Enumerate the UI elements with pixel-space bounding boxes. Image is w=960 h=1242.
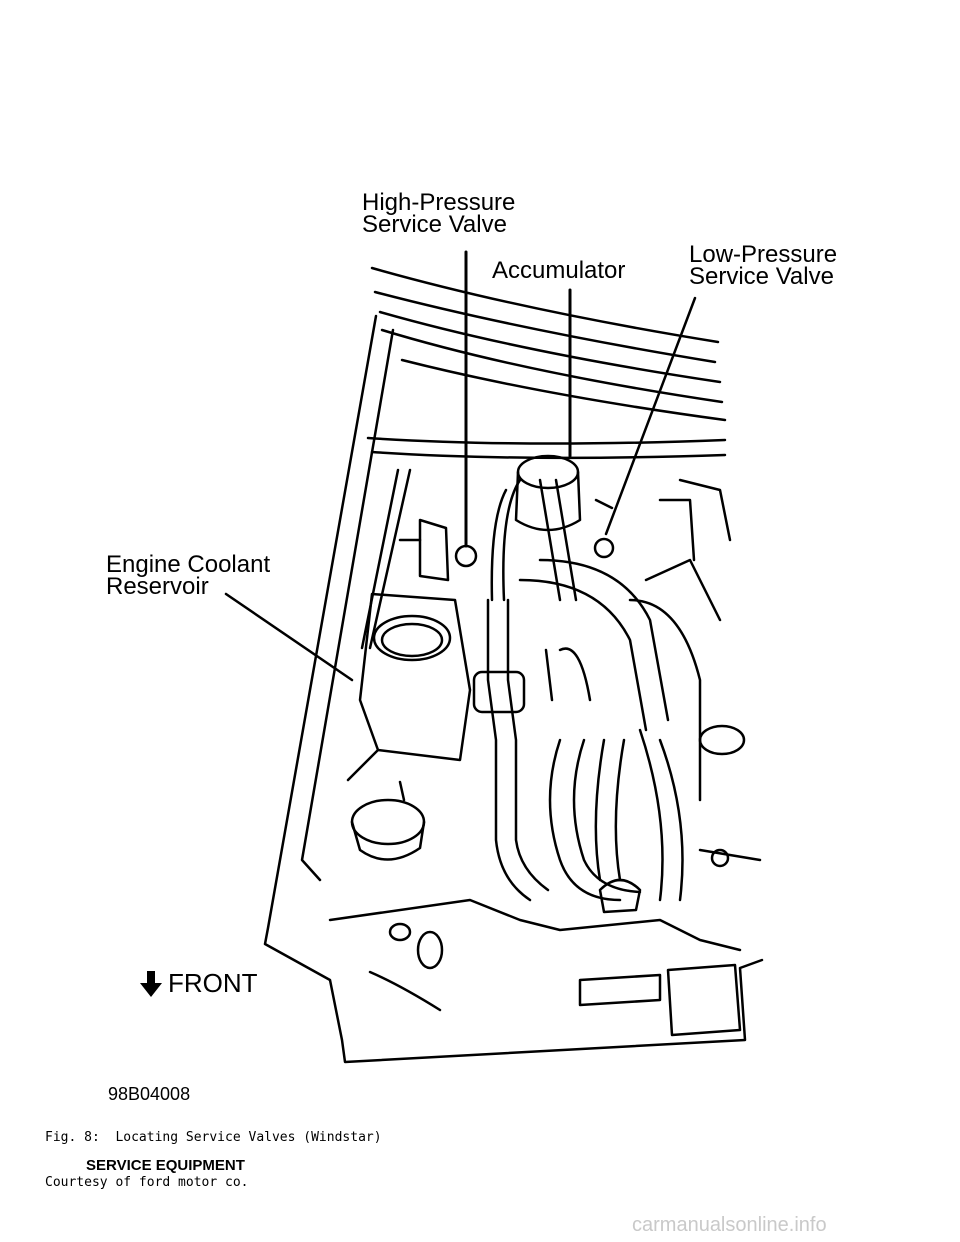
accumulator-label: Accumulator <box>492 257 626 284</box>
figure-id: 98B04008 <box>108 1084 191 1104</box>
front-indicator: FRONT <box>140 968 258 999</box>
high-pressure-label-line1: High-Pressure <box>362 189 516 216</box>
low-pressure-valve-label: Low-Pressure Service Valve <box>689 241 838 290</box>
low-pressure-label-line2: Service Valve <box>689 263 834 290</box>
coolant-reservoir-label: Engine Coolant Reservoir <box>106 551 271 600</box>
watermark: carmanualsonline.info <box>632 1214 827 1236</box>
caption-line1: Fig. 8: Locating Service Valves (Windsta… <box>45 1130 382 1145</box>
high-pressure-valve-label: High-Pressure Service Valve <box>362 189 516 238</box>
front-label: FRONT <box>168 968 258 998</box>
coolant-label-line2: Reservoir <box>106 573 209 600</box>
section-heading: SERVICE EQUIPMENT <box>86 1157 245 1174</box>
low-pressure-label-line1: Low-Pressure <box>689 241 838 268</box>
caption-line2: Courtesy of ford motor co. <box>45 1175 249 1190</box>
accumulator-label-text: Accumulator <box>492 257 626 284</box>
coolant-label-line1: Engine Coolant <box>106 551 271 578</box>
figure-caption: Fig. 8: Locating Service Valves (Windsta… <box>45 1100 382 1220</box>
high-pressure-label-line2: Service Valve <box>362 211 507 238</box>
down-arrow-icon <box>140 970 162 997</box>
